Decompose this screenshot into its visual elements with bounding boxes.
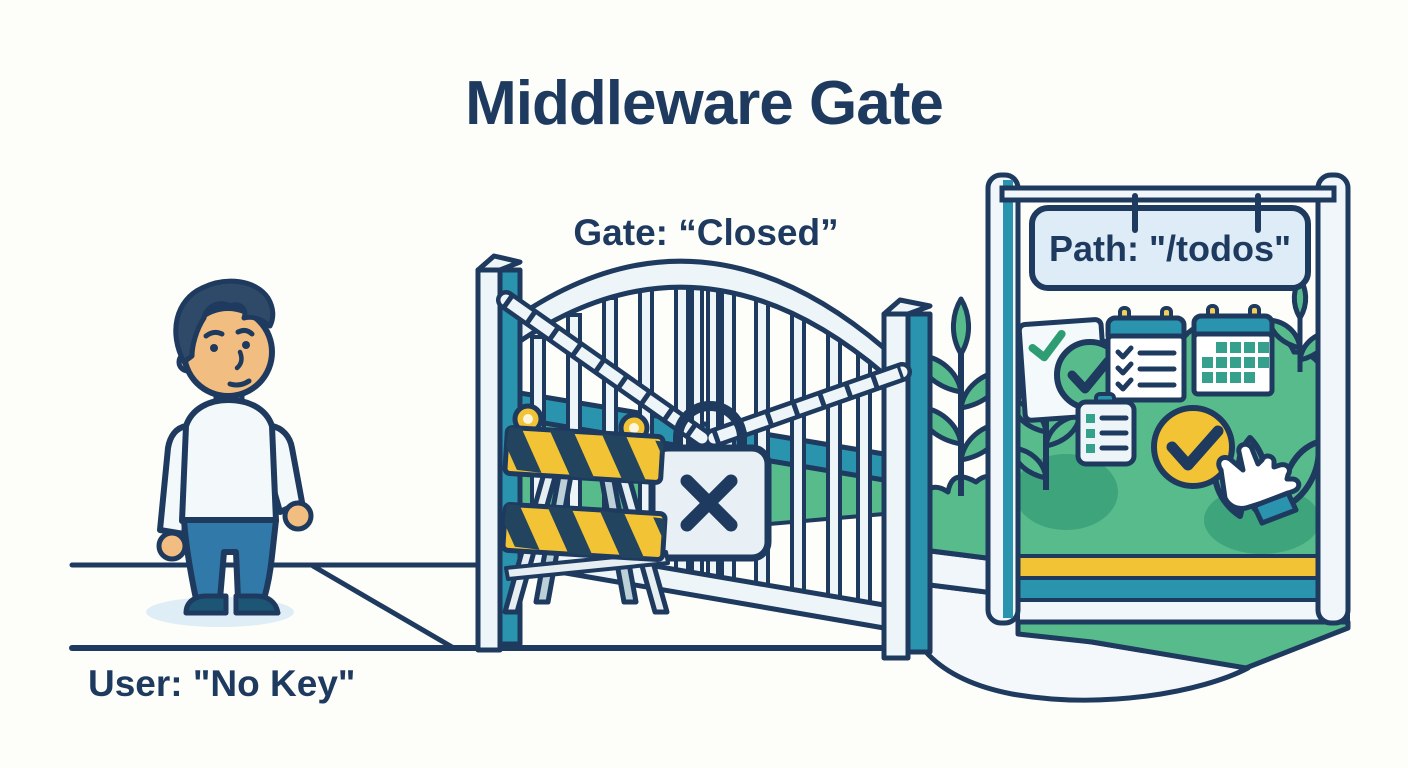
person-pants [181, 517, 279, 602]
todos-garden: Path: "/todos" [902, 172, 1351, 703]
garden-border-stripes [1016, 554, 1350, 624]
gate-post-right [881, 297, 933, 661]
person-shoe [233, 593, 281, 616]
person-shirt [179, 397, 279, 524]
badge-check [1067, 356, 1113, 394]
garden-green-tip [1015, 619, 1351, 671]
x-mark [680, 474, 738, 532]
barricade-board-bottom [500, 501, 668, 563]
calendar-checklist-icon [1105, 306, 1187, 403]
frame-crossbar [999, 185, 1337, 203]
path-sign [1029, 205, 1311, 291]
person-figure [146, 278, 314, 627]
check-circle-icon [1151, 405, 1235, 489]
frame-post-right [1315, 172, 1351, 626]
user-key-label: User: "No Key" [88, 663, 355, 704]
calendar-grid-icon [1191, 304, 1275, 397]
check-mark [1166, 425, 1224, 471]
gate-state-label: Gate: “Closed” [573, 212, 838, 253]
person-shoe [183, 593, 229, 616]
person-hand [282, 500, 314, 532]
cursor-hand-icon [1216, 441, 1302, 526]
person-face-features [203, 327, 255, 388]
frame-post-left-accent [1003, 180, 1013, 618]
barricade-icon [500, 403, 670, 615]
barricade-board-top [502, 425, 666, 486]
clipboard-list-icon [1075, 392, 1137, 467]
person-hair [173, 278, 276, 365]
middleware-gate [475, 253, 933, 661]
page-title: Middleware Gate [465, 69, 943, 138]
person-hand [156, 530, 188, 562]
path-sign-label: Path: "/todos" [1049, 228, 1291, 269]
padlock-x-icon [648, 401, 772, 562]
ground-lines [69, 562, 941, 651]
